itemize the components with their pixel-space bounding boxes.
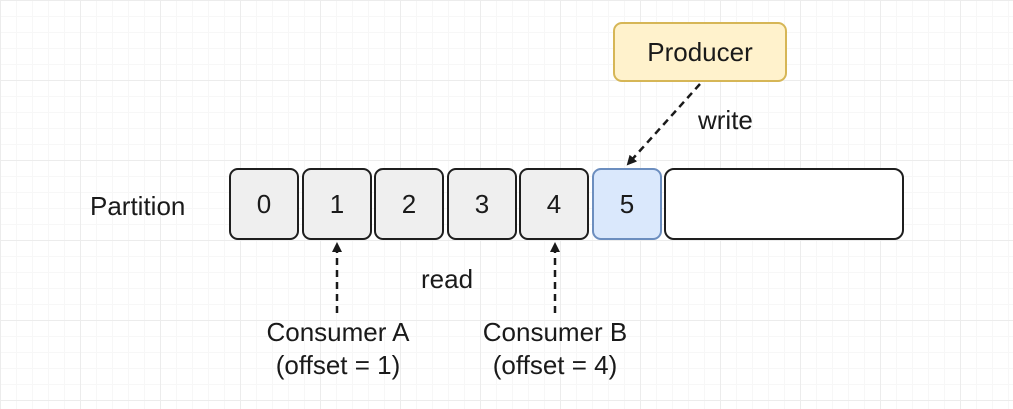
consumer-b-name: Consumer B bbox=[482, 317, 628, 347]
consumer-b-offset: (offset = 4) bbox=[492, 350, 618, 380]
partition-cell-0: 0 bbox=[229, 168, 299, 240]
write-label: write bbox=[698, 105, 753, 135]
consumer-b: Consumer B (offset = 4) bbox=[455, 316, 655, 382]
partition-cell-1: 1 bbox=[302, 168, 372, 240]
partition-cell-2: 2 bbox=[374, 168, 444, 240]
producer-box: Producer bbox=[613, 22, 787, 82]
read-label: read bbox=[421, 264, 474, 294]
partition-label: Partition bbox=[90, 191, 186, 221]
partition-empty-space bbox=[664, 168, 904, 240]
partition-cell-4: 4 bbox=[519, 168, 589, 240]
producer-label: Producer bbox=[647, 36, 753, 67]
consumer-a-name: Consumer A bbox=[266, 317, 410, 347]
partition-cell-3: 3 bbox=[447, 168, 517, 240]
partition-cell-5-current: 5 bbox=[592, 168, 662, 240]
consumer-a-offset: (offset = 1) bbox=[275, 350, 401, 380]
write-arrow bbox=[626, 83, 701, 166]
consumer-a: Consumer A (offset = 1) bbox=[238, 316, 438, 382]
